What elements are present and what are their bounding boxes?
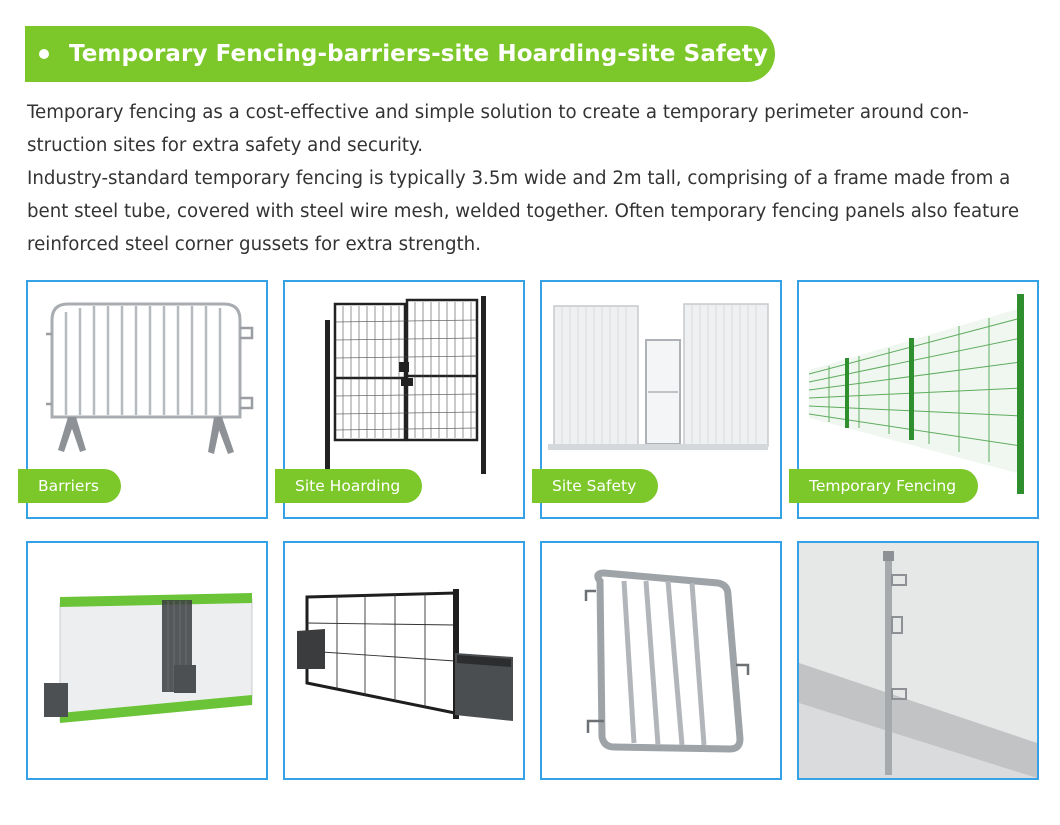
- description-text: Temporary fencing as a cost-effective an…: [27, 96, 1037, 261]
- product-card-edge-protection[interactable]: [797, 541, 1039, 780]
- green-mesh-fence-image: [808, 294, 1024, 494]
- product-card-site-hoarding[interactable]: Site Hoarding: [275, 280, 525, 519]
- steel-barrier-panel-image: [584, 569, 750, 753]
- product-label: Site Safety: [532, 469, 659, 503]
- description-paragraph-2: Industry-standard temporary fencing is t…: [27, 168, 1020, 255]
- product-label: Barriers: [18, 469, 121, 503]
- product-card-temporary-fencing[interactable]: Temporary Fencing: [789, 280, 1039, 519]
- product-label: Site Hoarding: [275, 469, 423, 503]
- product-card-steel-barrier[interactable]: [540, 541, 782, 780]
- section-title-banner: Temporary Fencing-barriers-site Hoarding…: [25, 26, 775, 82]
- description-paragraph-1: Temporary fencing as a cost-effective an…: [27, 102, 969, 156]
- bullet-dot-icon: [39, 49, 49, 59]
- crowd-barrier-image: [46, 302, 254, 454]
- product-card-hoarding-panel[interactable]: [26, 541, 268, 780]
- product-label: Temporary Fencing: [789, 469, 979, 503]
- product-card-sliding-gate[interactable]: [283, 541, 525, 780]
- product-card-site-safety[interactable]: Site Safety: [532, 280, 782, 519]
- security-fence-gate-image: [548, 303, 769, 450]
- section-title: Temporary Fencing-barriers-site Hoarding…: [69, 41, 768, 67]
- hoarding-panel-image: [44, 593, 253, 723]
- mesh-gate-image: [325, 296, 486, 474]
- sliding-gate-image: [297, 589, 513, 721]
- product-card-barriers[interactable]: Barriers: [18, 280, 268, 519]
- edge-protection-post-image: [799, 543, 1037, 778]
